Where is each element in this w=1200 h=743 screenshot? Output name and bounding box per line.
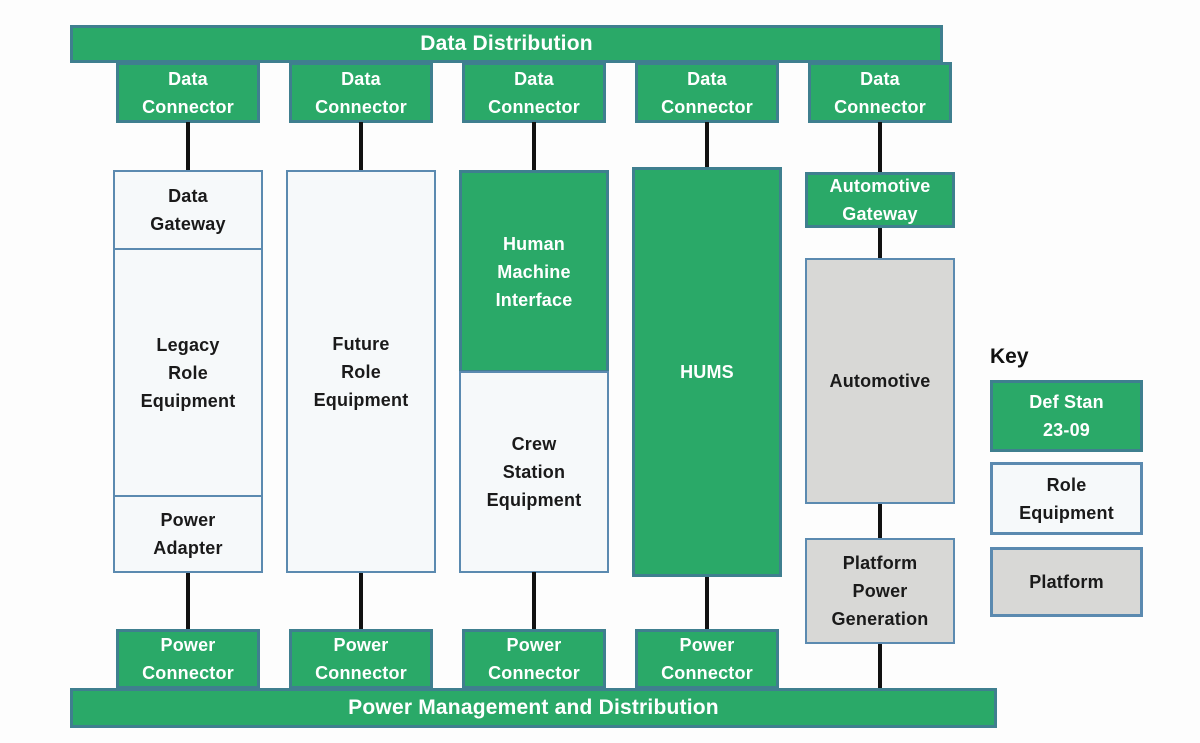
legacy-role-equipment-box: Legacy Role Equipment bbox=[113, 248, 263, 497]
power-connector-4: Power Connector bbox=[635, 629, 779, 689]
power-connector-1: Power Connector bbox=[116, 629, 260, 689]
bus-line bbox=[878, 504, 882, 538]
bus-line bbox=[532, 572, 536, 629]
data-connector-4: Data Connector bbox=[635, 62, 779, 123]
data-gateway-box: Data Gateway bbox=[113, 170, 263, 250]
future-role-equipment-box: Future Role Equipment bbox=[286, 170, 436, 573]
data-connector-1: Data Connector bbox=[116, 62, 260, 123]
column-legacy: Data Gateway Legacy Role Equipment Power… bbox=[113, 170, 263, 573]
platform-power-generation-box: Platform Power Generation bbox=[805, 538, 955, 644]
hums-box: HUMS bbox=[632, 167, 782, 577]
bus-line bbox=[705, 577, 709, 629]
key-role-equipment-box: Role Equipment bbox=[990, 462, 1143, 535]
automotive-gateway-box: Automotive Gateway bbox=[805, 172, 955, 228]
key-title: Key bbox=[990, 345, 1029, 368]
data-connector-2: Data Connector bbox=[289, 62, 433, 123]
power-connector-2: Power Connector bbox=[289, 629, 433, 689]
bus-line bbox=[359, 122, 363, 172]
bus-line bbox=[878, 644, 882, 688]
power-distribution-bar: Power Management and Distribution bbox=[70, 688, 997, 728]
bus-line bbox=[532, 122, 536, 172]
key-platform-box: Platform bbox=[990, 547, 1143, 617]
bus-line bbox=[878, 122, 882, 174]
key-defstan-box: Def Stan 23-09 bbox=[990, 380, 1143, 452]
power-adapter-box: Power Adapter bbox=[113, 495, 263, 573]
data-connector-3: Data Connector bbox=[462, 62, 606, 123]
bus-line bbox=[186, 573, 190, 629]
human-machine-interface-box: Human Machine Interface bbox=[459, 170, 609, 373]
power-connector-3: Power Connector bbox=[462, 629, 606, 689]
bus-line bbox=[878, 228, 882, 258]
automotive-box: Automotive bbox=[805, 258, 955, 504]
crew-station-equipment-box: Crew Station Equipment bbox=[459, 371, 609, 573]
bus-line bbox=[186, 122, 190, 172]
bus-line bbox=[705, 122, 709, 169]
column-crew-station: Human Machine Interface Crew Station Equ… bbox=[459, 170, 609, 573]
data-distribution-bar: Data Distribution bbox=[70, 25, 943, 63]
bus-line bbox=[359, 573, 363, 629]
data-connector-5: Data Connector bbox=[808, 62, 952, 123]
